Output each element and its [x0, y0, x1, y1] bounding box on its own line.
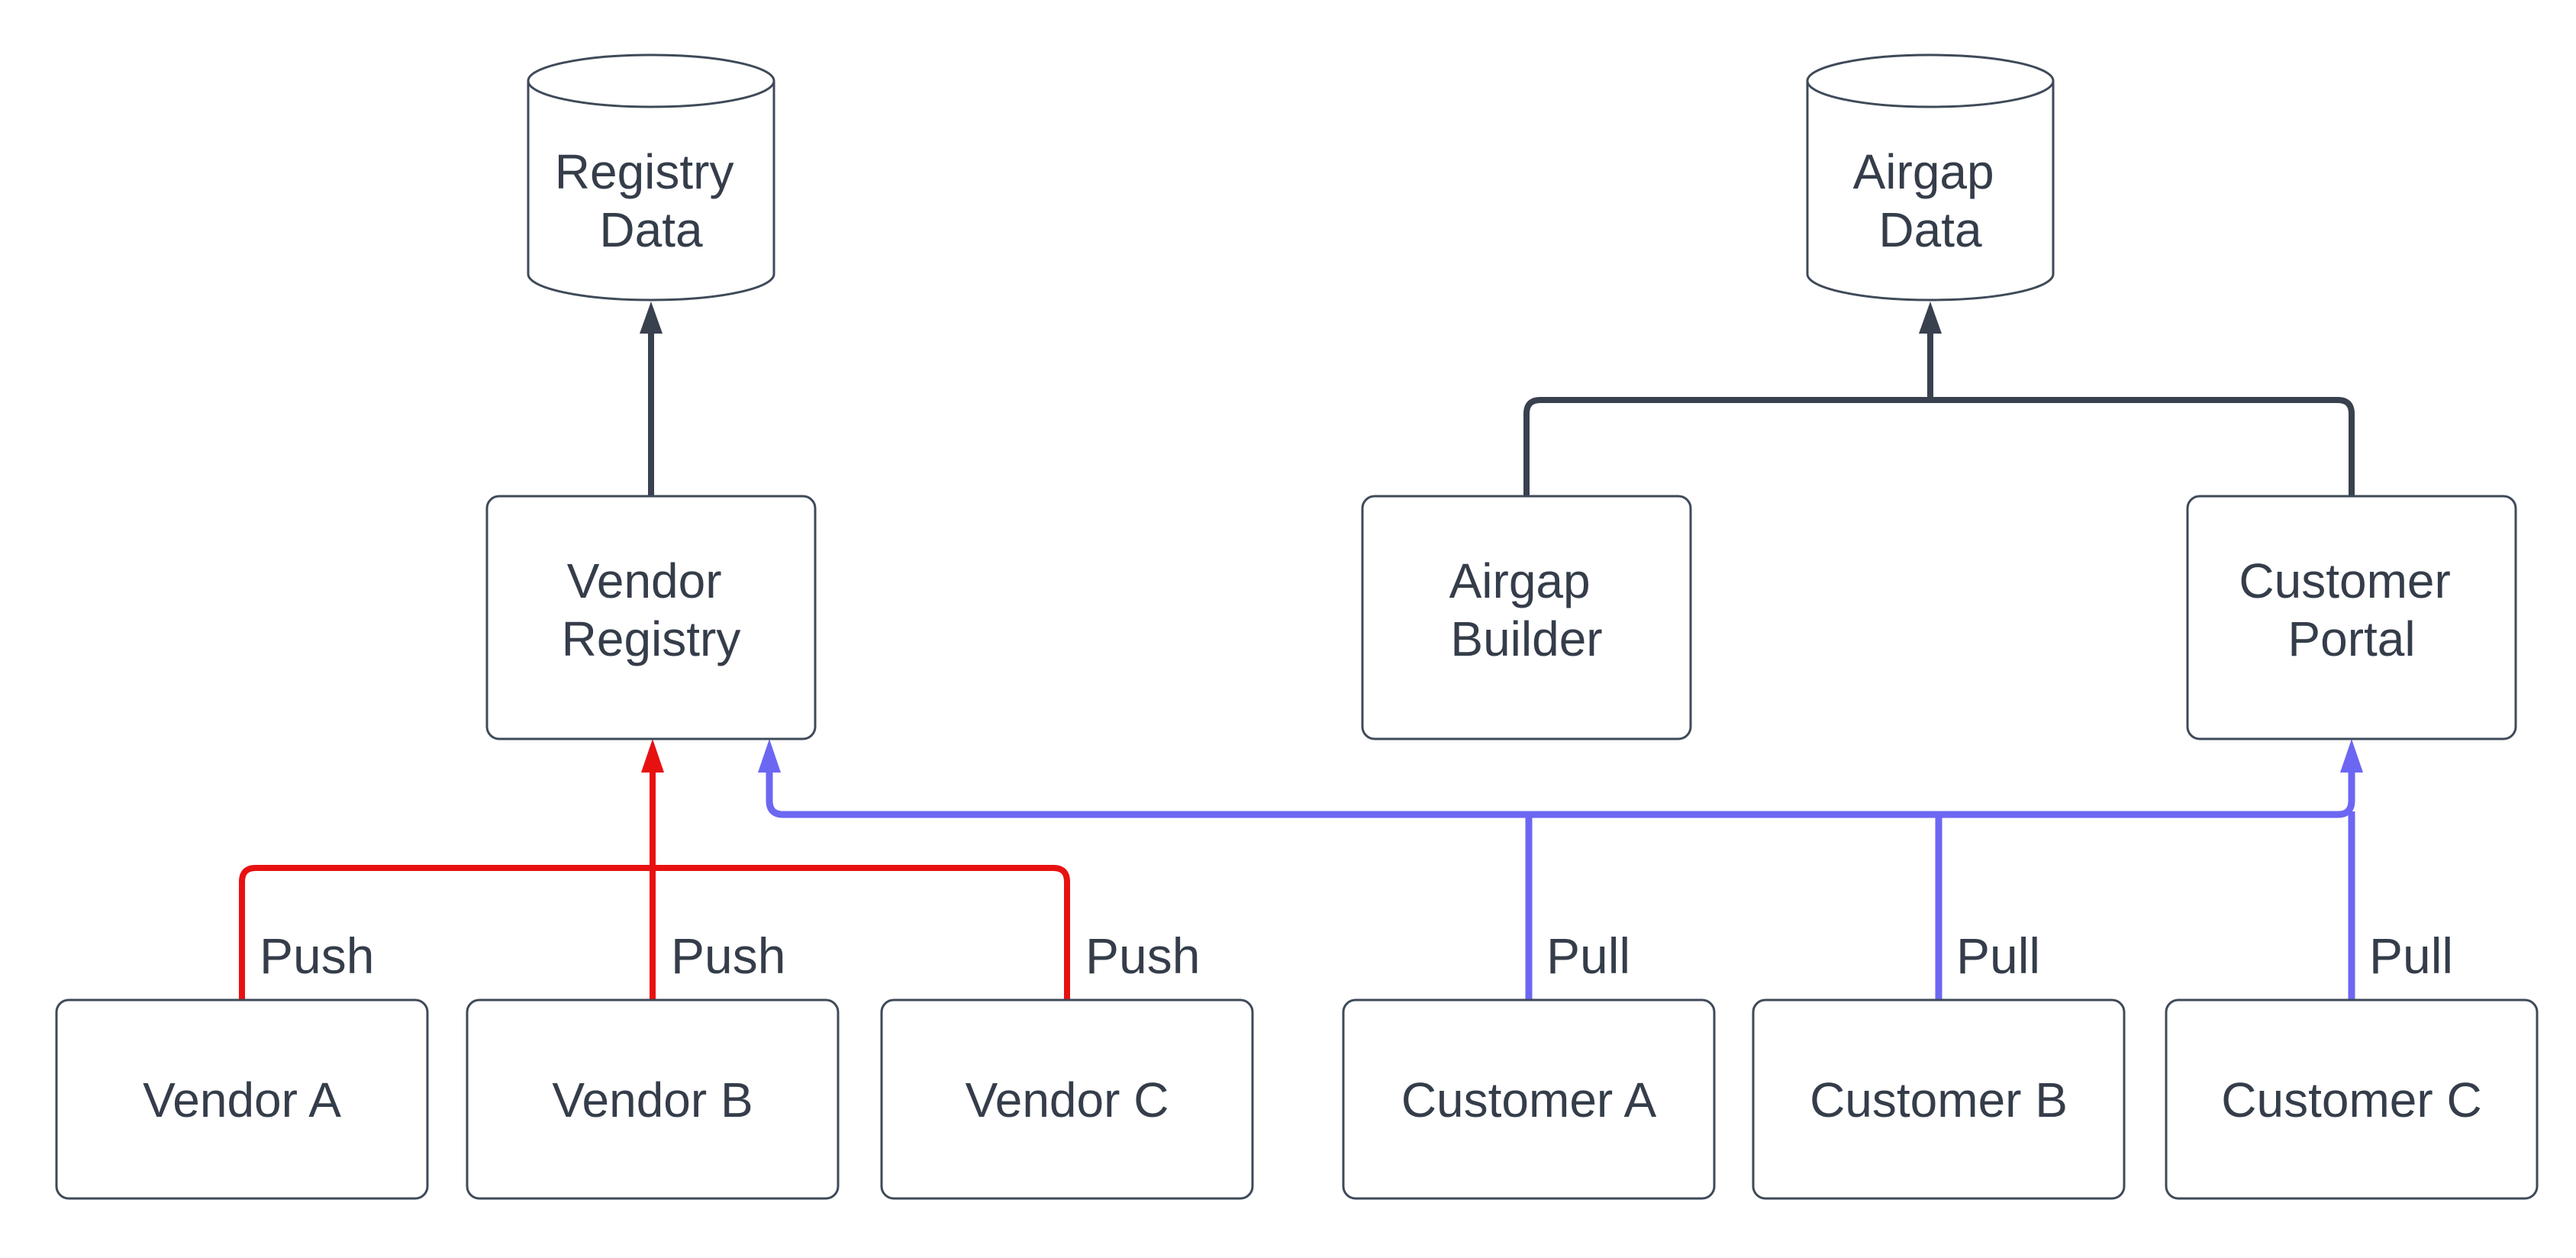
node-customer-a: Customer A: [1342, 998, 1716, 1200]
edge-label-push-1: Push: [260, 927, 374, 984]
node-vendor-registry: Vendor Registry: [485, 495, 817, 740]
edge-push-vendor-c: [653, 865, 1070, 1000]
node-customer-a-label: Customer A: [1401, 1073, 1657, 1127]
edge-label-push-2: Push: [671, 927, 785, 984]
arrowhead-push-vendor-registry: [641, 739, 664, 773]
node-airgap-builder-label: Airgap Builder: [1449, 553, 1604, 666]
node-vendor-b: Vendor B: [466, 998, 840, 1200]
edge-vendor-registry-to-registry-data: [640, 302, 663, 496]
edge-label-pull-2: Pull: [1956, 927, 2040, 984]
node-registry-data: Registry Data: [527, 53, 775, 302]
node-customer-b-label: Customer B: [1810, 1073, 2068, 1127]
node-vendor-b-label: Vendor B: [552, 1073, 753, 1127]
node-airgap-data: Airgap Data: [1806, 53, 2055, 302]
node-airgap-data-label: Airgap Data: [1853, 144, 2008, 257]
node-customer-b: Customer B: [1752, 998, 2126, 1200]
arrowhead-pull-customer-portal: [2340, 739, 2363, 773]
node-customer-portal: Customer Portal: [2186, 495, 2517, 740]
edge-label-pull-1: Pull: [1546, 927, 1630, 984]
node-registry-data-label: Registry Data: [555, 144, 748, 257]
arrowhead-flow-airgap-data: [1919, 302, 1942, 334]
arrowhead-flow-registry-data: [640, 302, 663, 334]
cylinder-top-ellipse: [527, 53, 775, 108]
node-vendor-a: Vendor A: [55, 998, 429, 1200]
node-customer-portal-label: Customer Portal: [2239, 553, 2464, 666]
edge-push-vendor-b: [641, 739, 664, 1000]
arrowhead-pull-vendor-registry: [758, 739, 781, 773]
edge-label-push-3: Push: [1085, 927, 1200, 984]
edge-push-vendor-a: [239, 865, 653, 1000]
node-customer-c: Customer C: [2165, 998, 2539, 1200]
node-vendor-c-label: Vendor C: [966, 1073, 1169, 1127]
cylinder-top-ellipse: [1806, 53, 2055, 108]
node-airgap-builder: Airgap Builder: [1361, 495, 1692, 740]
node-customer-c-label: Customer C: [2221, 1073, 2481, 1127]
node-vendor-c: Vendor C: [880, 998, 1254, 1200]
edge-bracket-airgap-builder-customer-portal: [1523, 302, 2355, 496]
edge-label-pull-3: Pull: [2369, 927, 2453, 984]
node-vendor-registry-label: Vendor Registry: [562, 553, 741, 666]
edge-pull-trunk: [758, 739, 2363, 818]
node-vendor-a-label: Vendor A: [143, 1073, 341, 1127]
